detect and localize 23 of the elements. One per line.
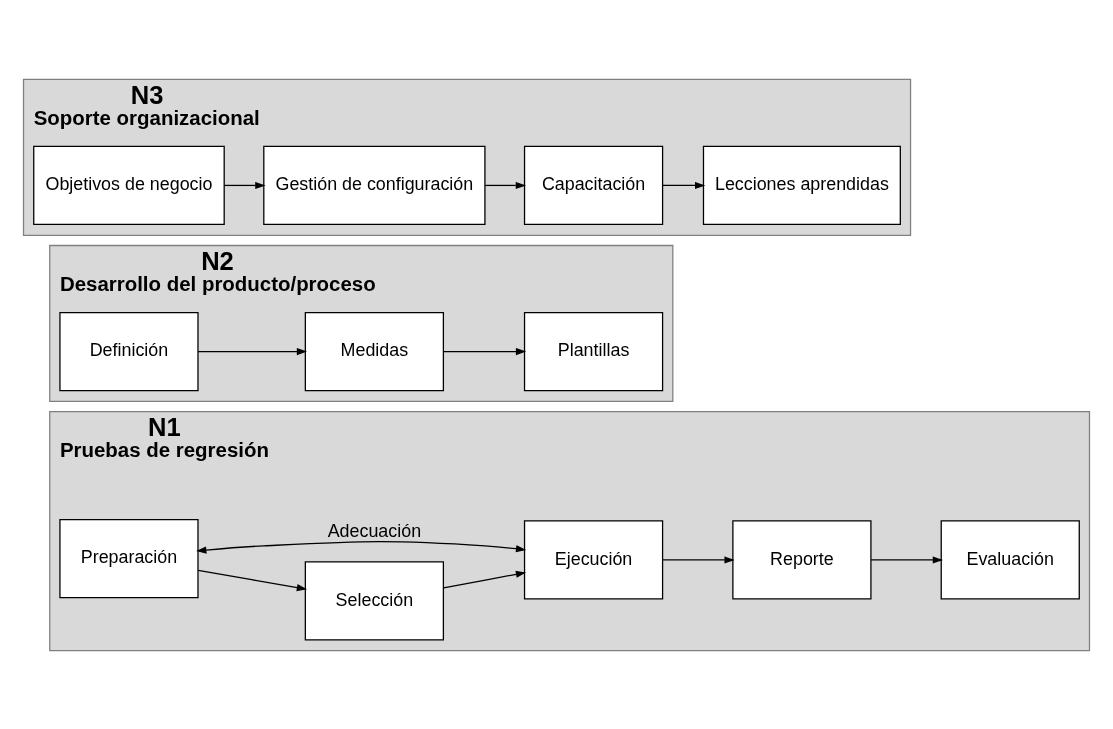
- node-box: Definición: [59, 311, 199, 391]
- edge-label: Adecuación: [327, 520, 422, 541]
- node-box: Capacitación: [523, 145, 664, 225]
- node-box: Evaluación: [940, 519, 1080, 600]
- node-box: Preparación: [59, 518, 199, 598]
- arrow: [197, 347, 308, 355]
- node-box: Objetivos de negocio: [33, 145, 225, 225]
- node-box: Selección: [304, 560, 445, 640]
- arrow: [870, 555, 943, 563]
- node-box: Gestión de configuración: [263, 145, 486, 225]
- node-box: Reporte: [732, 519, 872, 600]
- arrow: [196, 540, 527, 554]
- node-box: Plantillas: [523, 311, 664, 391]
- arrow: [197, 569, 308, 591]
- arrow: [662, 181, 706, 189]
- arrow: [442, 570, 527, 589]
- node-box: Medidas: [304, 311, 445, 391]
- arrow: [484, 181, 526, 189]
- node-box: Ejecución: [523, 519, 664, 600]
- node-box: Lecciones aprendidas: [702, 145, 901, 225]
- arrow: [662, 555, 735, 563]
- arrow: [442, 347, 527, 355]
- arrow: [223, 181, 266, 189]
